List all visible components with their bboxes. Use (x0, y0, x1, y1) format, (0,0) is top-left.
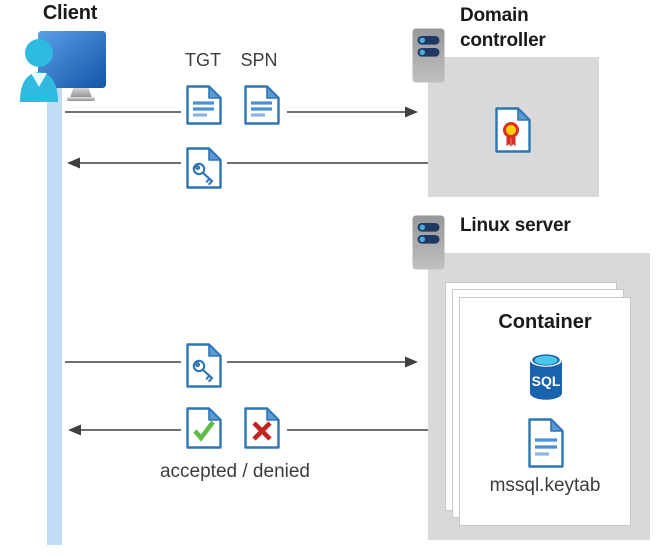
domain-controller-label-line2: controller (460, 30, 546, 51)
accepted-document-icon (185, 406, 223, 450)
denied-document-icon (243, 406, 281, 450)
accepted-denied-label: accepted / denied (159, 461, 310, 482)
tgt-document-icon (185, 84, 223, 126)
container-card: Container SQL (459, 297, 631, 526)
ticket-key-document-icon (185, 146, 223, 190)
spn-label: SPN (240, 50, 278, 70)
sql-icon-label: SQL (532, 373, 561, 389)
client-lifeline (47, 84, 62, 545)
tgt-label: TGT (185, 50, 221, 70)
certificate-icon (494, 106, 532, 154)
keytab-file-label: mssql.keytab (489, 475, 601, 496)
linux-server-box: Container SQL (428, 253, 650, 540)
service-key-document-icon (185, 342, 223, 389)
container-title: Container (498, 311, 592, 333)
client-workstation-icon (12, 26, 120, 104)
domain-controller-label-line1: Domain (460, 5, 529, 26)
domain-controller-label: Domain controller (460, 3, 546, 53)
client-label: Client (42, 2, 98, 24)
keytab-document-icon (527, 417, 565, 469)
spn-document-icon (243, 84, 281, 126)
domain-controller-server-icon (412, 28, 445, 83)
sql-database-icon: SQL (528, 351, 564, 401)
linux-server-label: Linux server (460, 215, 571, 236)
linux-server-icon (412, 215, 445, 270)
